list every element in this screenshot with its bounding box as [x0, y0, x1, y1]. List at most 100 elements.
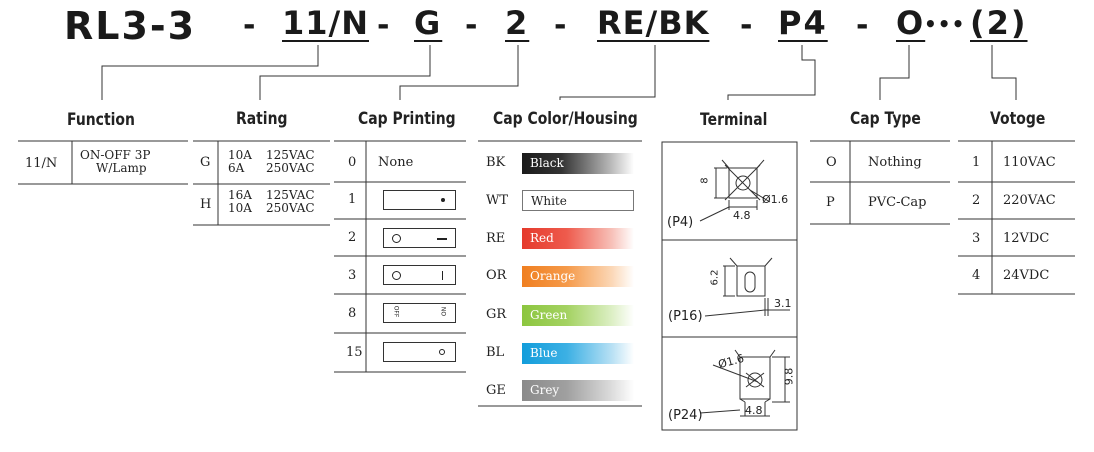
- terminal-dim: 4.8: [733, 209, 751, 222]
- code-separator: -: [243, 8, 256, 43]
- cap-type-label: Nothing: [868, 155, 922, 170]
- rating-code: G: [200, 155, 211, 170]
- cap-printing-code: 3: [348, 268, 357, 283]
- voltage-label: 24VDC: [1003, 268, 1050, 283]
- cap-printing-code: 1: [348, 192, 357, 207]
- function-desc-line2: W/Lamp: [96, 161, 147, 175]
- rating-volts: 125VAC: [266, 188, 315, 202]
- cap-printing-symbol-circle: [383, 342, 456, 362]
- voltage-code: 1: [972, 155, 981, 170]
- cap-type-code: O: [826, 155, 837, 170]
- function-code: 11/N: [25, 156, 58, 171]
- rating-code: H: [200, 197, 212, 212]
- cap-printing-code: 0: [348, 155, 357, 170]
- code-separator: -: [740, 8, 753, 43]
- cap-printing-symbol-o-i: [383, 265, 456, 285]
- cap-type-code: P: [826, 195, 835, 210]
- header-rating: Rating: [236, 109, 288, 129]
- rating-volts: 250VAC: [266, 161, 315, 175]
- code-cap-printing: 2: [505, 4, 530, 42]
- code-cap-color: RE/BK: [597, 4, 710, 42]
- header-cap-color: Cap Color/Housing: [493, 109, 638, 129]
- leader-voltage: [991, 45, 1017, 100]
- cap-color-swatch-orange: Orange: [522, 266, 634, 287]
- terminal-p16-drawing: [704, 257, 790, 317]
- terminal-dim: 8: [699, 177, 711, 184]
- cap-color-swatch-grey: Grey: [522, 380, 634, 401]
- cap-printing-code: 8: [348, 306, 357, 321]
- cap-color-name: Green: [530, 308, 568, 322]
- voltage-label: 220VAC: [1003, 193, 1056, 208]
- code-separator: -: [465, 8, 478, 43]
- rating-amps: 10A: [228, 201, 252, 215]
- cap-printing-label: None: [378, 155, 414, 170]
- header-terminal: Terminal: [700, 110, 768, 130]
- code-base: RL3-3: [64, 4, 197, 48]
- leader-cap-printing: [399, 45, 519, 100]
- cap-color-name: White: [531, 194, 567, 208]
- cap-printing-symbol-off-on: OFF ON: [383, 303, 456, 323]
- cap-color-swatch-red: Red: [522, 228, 634, 249]
- cap-color-code: WT: [486, 193, 509, 208]
- code-rating: G: [414, 4, 443, 42]
- cap-color-name: Orange: [530, 269, 576, 283]
- function-desc-line1: ON-OFF 3P: [80, 148, 151, 162]
- terminal-label-p24: (P24): [668, 408, 703, 423]
- terminal-label-p4: (P4): [667, 215, 694, 230]
- code-separator: -: [554, 8, 567, 43]
- code-cap-type: O: [896, 4, 926, 42]
- rating-amps: 10A: [228, 148, 252, 162]
- leader-rating: [259, 45, 431, 100]
- header-function: Function: [67, 110, 135, 130]
- cap-color-name: Black: [530, 156, 564, 170]
- voltage-code: 3: [972, 231, 981, 246]
- cap-color-code: GE: [486, 383, 506, 398]
- terminal-dim: 9.8: [782, 367, 796, 386]
- cap-printing-off-text: OFF: [392, 305, 400, 318]
- header-cap-printing: Cap Printing: [358, 109, 456, 129]
- leader-terminal: [727, 45, 816, 100]
- cap-color-name: Red: [530, 231, 554, 245]
- cap-printing-code: 15: [346, 345, 363, 360]
- leader-function: [101, 45, 319, 100]
- terminal-p24-drawing: [699, 349, 790, 417]
- rating-volts: 125VAC: [266, 148, 315, 162]
- code-separator: -: [856, 8, 869, 43]
- terminal-dim: 6.2: [709, 269, 721, 286]
- code-voltage: (2): [970, 4, 1028, 42]
- leader-cap-type: [879, 45, 910, 100]
- cap-color-code: BK: [486, 155, 506, 170]
- code-terminal: P4: [778, 4, 828, 42]
- cap-color-code: GR: [486, 307, 507, 322]
- cap-color-code: OR: [486, 268, 507, 283]
- cap-color-swatch-white: White: [522, 190, 634, 211]
- code-function: 11/N: [282, 4, 369, 42]
- rating-amps: 6A: [228, 161, 245, 175]
- voltage-code: 2: [972, 193, 981, 208]
- terminal-dim: Ø1.6: [762, 193, 789, 206]
- cap-color-code: RE: [486, 231, 506, 246]
- header-voltage: Votoge: [990, 109, 1046, 129]
- cap-color-swatch-black: Black: [522, 153, 634, 174]
- cap-printing-code: 2: [348, 230, 357, 245]
- header-cap-type: Cap Type: [850, 109, 921, 129]
- cap-printing-on-text: ON: [440, 306, 448, 317]
- terminal-dim: 4.8: [745, 404, 763, 417]
- cap-color-swatch-blue: Blue: [522, 343, 634, 364]
- rating-amps: 16A: [228, 188, 252, 202]
- voltage-label: 110VAC: [1003, 155, 1056, 170]
- cap-printing-symbol-dot: [383, 190, 456, 210]
- terminal-dim: 3.1: [774, 297, 792, 310]
- cap-color-name: Grey: [530, 383, 560, 397]
- cap-color-name: Blue: [530, 346, 558, 360]
- cap-type-label: PVC-Cap: [868, 195, 927, 210]
- terminal-p4-drawing: [699, 159, 771, 222]
- voltage-code: 4: [972, 268, 981, 283]
- cap-color-code: BL: [486, 345, 505, 360]
- terminal-label-p16: (P16): [668, 309, 703, 324]
- cap-printing-symbol-o-dash: [383, 228, 456, 248]
- code-separator: -: [377, 8, 390, 43]
- rating-volts: 250VAC: [266, 201, 315, 215]
- cap-color-swatch-green: Green: [522, 305, 634, 326]
